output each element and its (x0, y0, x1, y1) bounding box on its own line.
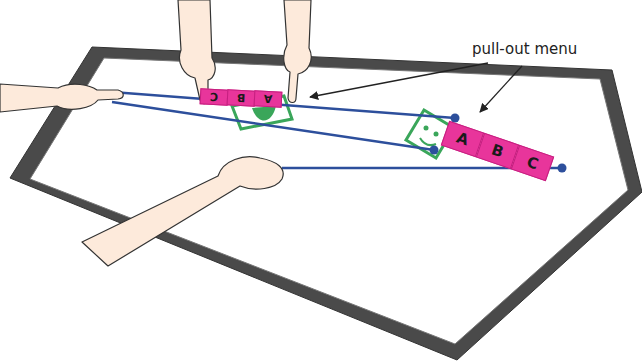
menu-item: C (510, 145, 553, 182)
menu-letter: B (236, 91, 245, 104)
menu-item: C (200, 88, 229, 105)
menu-item: A (254, 90, 283, 107)
menu-letter: C (210, 90, 219, 103)
leader-arrow (310, 63, 522, 112)
table-surface (30, 58, 628, 344)
menu-letter: B (489, 141, 506, 162)
tether-line (112, 92, 562, 168)
callout-label: pull-out menu (472, 40, 577, 58)
menu-letter: C (524, 153, 540, 174)
menu-letter: A (263, 92, 272, 105)
menu-letter: A (454, 129, 471, 150)
hand (0, 0, 311, 266)
menu-item: B (227, 89, 256, 106)
